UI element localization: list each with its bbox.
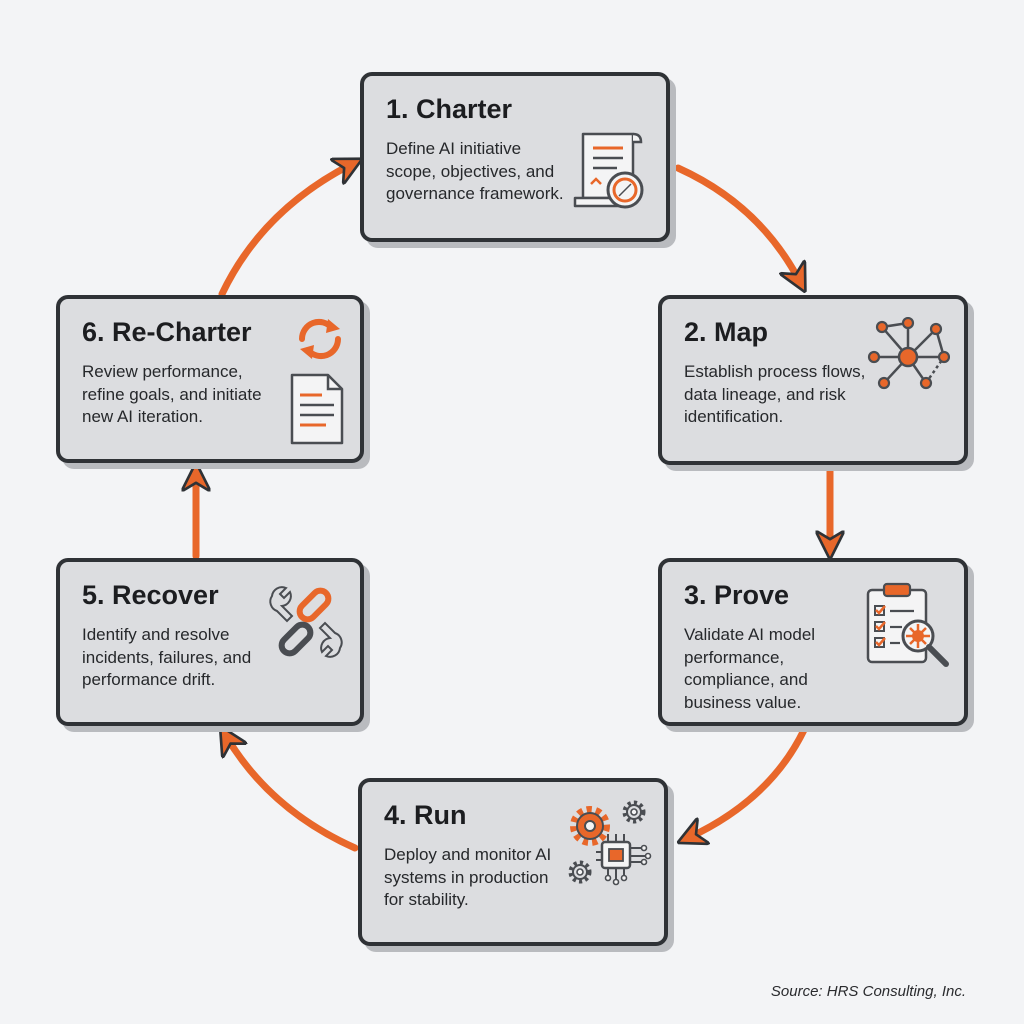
step-title: 1. Charter — [386, 94, 513, 124]
step-card-recharter: 6. Re-Charter Review performance, refine… — [56, 295, 364, 463]
document-icon — [288, 371, 346, 447]
wrench-chain-icon — [266, 582, 346, 662]
arrow-run-to-recover — [226, 736, 359, 852]
step-description: Review performance, refine goals, and in… — [82, 362, 262, 426]
step-description: Identify and resolve incidents, failures… — [82, 625, 252, 689]
step-title: 4. Run — [384, 800, 467, 830]
step-title: 6. Re-Charter — [82, 317, 252, 347]
arrow-recharter-to-charter — [218, 164, 352, 298]
clipboard-magnifier-icon — [862, 580, 954, 670]
step-title: 2. Map — [684, 317, 769, 347]
step-description: Establish process flows, data lineage, a… — [684, 362, 866, 426]
step-description: Deploy and monitor AI systems in product… — [384, 845, 552, 909]
document-compass-icon — [569, 128, 649, 220]
source-credit: Source: HRS Consulting, Inc. — [770, 983, 966, 1000]
step-card-map: 2. Map Establish process flows, data lin… — [658, 295, 968, 465]
step-title: 3. Prove — [684, 580, 790, 610]
gears-chip-icon — [568, 800, 654, 892]
arrow-prove-to-run — [688, 726, 808, 838]
step-card-run: 4. Run Deploy and monitor AI systems in … — [358, 778, 668, 946]
step-card-prove: 3. Prove Validate AI model performance, … — [658, 558, 968, 726]
step-card-recover: 5. Recover Identify and resolve incident… — [56, 558, 364, 726]
step-description: Validate AI model performance, complianc… — [684, 625, 816, 712]
step-description: Define AI initiative scope, objectives, … — [386, 139, 564, 203]
arrow-charter-to-map — [674, 164, 800, 282]
refresh-icon — [294, 317, 346, 361]
step-card-charter: 1. Charter Define AI initiative scope, o… — [360, 72, 670, 242]
step-title: 5. Recover — [82, 580, 219, 610]
network-nodes-icon — [866, 317, 950, 393]
